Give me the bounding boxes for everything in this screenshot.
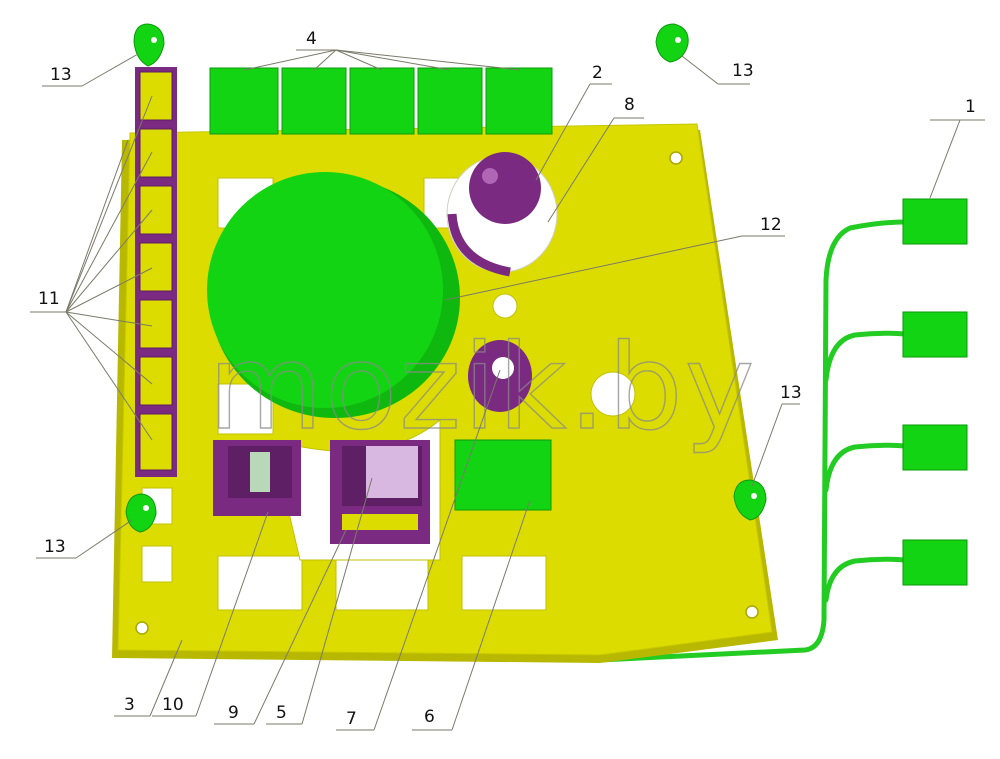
watermark: mozik.by — [208, 318, 756, 456]
clip-holes — [143, 37, 757, 511]
purple-switch-9 — [330, 440, 430, 544]
callout-11: 11 — [38, 289, 60, 309]
callout-13-left: 13 — [44, 537, 66, 557]
callout-13-top-right: 13 — [732, 61, 754, 81]
small-ring-component — [468, 340, 532, 412]
connector-block-2 — [902, 311, 968, 358]
mounting-clips — [125, 23, 767, 533]
connector-block-1 — [902, 198, 968, 245]
purple-switch-10 — [213, 440, 301, 516]
callout-3: 3 — [124, 695, 135, 715]
clip-left — [125, 493, 157, 533]
callout-8: 8 — [624, 95, 635, 115]
callout-13-top-left: 13 — [50, 65, 72, 85]
connector-blocks — [902, 198, 968, 586]
indicator-strip — [135, 67, 177, 477]
connector-block-4 — [902, 539, 968, 586]
mounting-holes — [135, 151, 759, 635]
callout-5: 5 — [276, 703, 287, 723]
top-relay-modules — [209, 67, 553, 135]
callout-10: 10 — [162, 695, 184, 715]
callout-13-right: 13 — [780, 383, 802, 403]
connector-block-3 — [902, 424, 968, 471]
callout-9: 9 — [228, 703, 239, 723]
callout-4: 4 — [306, 29, 317, 49]
clip-top-right — [655, 23, 689, 63]
callout-12: 12 — [760, 215, 782, 235]
callout-labels: 1 2 8 4 12 11 13 13 13 13 3 10 9 5 7 6 — [38, 29, 976, 729]
callout-6: 6 — [424, 707, 435, 727]
potentiometer — [446, 152, 558, 277]
callout-1: 1 — [965, 97, 976, 117]
callout-2: 2 — [592, 63, 603, 83]
callout-7: 7 — [346, 709, 357, 729]
leader-lines — [30, 49, 985, 731]
clip-top-left — [133, 23, 165, 67]
clip-right — [733, 479, 767, 521]
cable-harness — [597, 219, 908, 663]
large-capacitor — [207, 172, 460, 418]
